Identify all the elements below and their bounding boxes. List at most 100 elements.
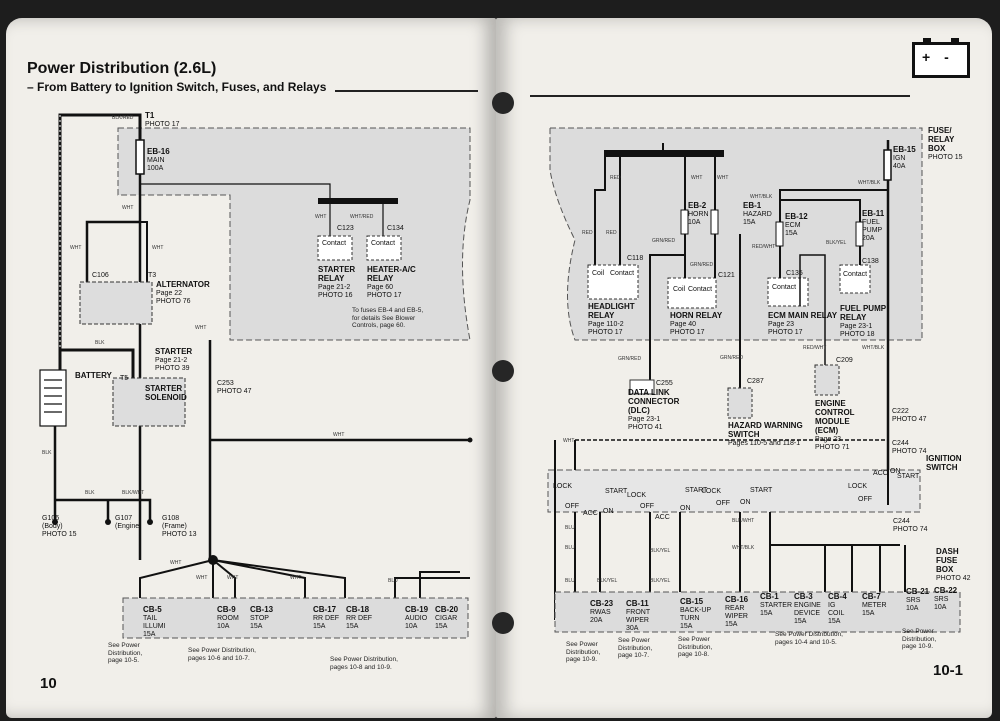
horn-relay-coil: Coil	[673, 286, 686, 293]
page-title: Power Distribution (2.6L)	[27, 60, 217, 77]
wire-grnred-3: GRN/RED	[618, 356, 642, 362]
ground-g108: G108(Frame)PHOTO 13	[162, 515, 197, 538]
ign-pos-start-1: START	[605, 488, 628, 495]
fuse-box-left	[122, 597, 469, 639]
relay-busbar-left	[318, 198, 398, 204]
wire-blk-3: BLK	[85, 490, 95, 496]
ecm-relay-connector: C135	[786, 270, 803, 277]
wire-whtred-relay: WHT/RED	[350, 214, 374, 220]
ign-pos-lock-2: LOCK	[627, 492, 647, 499]
ground-g106: G106(Body)PHOTO 15	[42, 515, 77, 538]
alternator-box	[79, 281, 153, 325]
wire-grnred-1: GRN/RED	[652, 238, 676, 244]
dlc-box	[629, 379, 655, 395]
ign-pos-off-3: OFF	[716, 500, 730, 507]
headlight-relay-contact: Contact	[610, 270, 635, 277]
heater-relay-connector: C134	[387, 225, 404, 232]
ecm-relay-box	[767, 277, 809, 307]
ign-pos-start-2: START	[685, 487, 708, 494]
t1-wire-color: BLK/RED	[112, 115, 134, 121]
ign-pos-lock-1: LOCK	[553, 483, 573, 490]
wire-blkwht: BLK/WHT	[122, 490, 145, 496]
battery-label: BATTERY	[75, 371, 112, 380]
note-pages-10-6: See Power Distribution,pages 10-6 and 10…	[188, 647, 256, 662]
binder-hole-middle	[492, 360, 514, 382]
alternator-terminal: T3	[148, 272, 157, 279]
heater-relay-contact: Contact	[371, 240, 396, 247]
wire-wht-5: WHT	[333, 432, 345, 438]
note-pages-10-8: See Power Distribution,pages 10-8 and 10…	[330, 656, 398, 671]
header-rule-left	[335, 90, 478, 92]
wire-wht-6: WHT	[170, 560, 182, 566]
battery-section-icon: +-	[912, 38, 970, 78]
wire-redwht-2: RED/WHT	[803, 345, 827, 351]
wire-blu-2: BLU	[565, 545, 575, 551]
battery-main-wire	[58, 113, 142, 370]
wire-redwht-1: RED/WHT	[752, 244, 776, 250]
ign-pos-lock-3: LOCK	[702, 488, 722, 495]
wire-whtblk-1: WHT/BLK	[750, 194, 773, 200]
wire-blu-left: BLU	[388, 578, 398, 584]
page-subtitle: – From Battery to Ignition Switch, Fuses…	[27, 80, 327, 94]
hazard-switch-box	[727, 387, 753, 419]
headlight-relay-coil: Coil	[592, 270, 605, 277]
wire-blkyel-2: BLK/YEL	[650, 548, 671, 554]
wire-grnred-4: GRN/RED	[720, 355, 744, 361]
horn-relay-box	[667, 277, 717, 309]
page-number-right: 10-1	[933, 662, 964, 679]
ign-pos-start-3: START	[750, 487, 773, 494]
ign-pos-on-4: ON	[890, 468, 901, 475]
fuse-relay-box-region-left	[117, 127, 471, 341]
ign-pos-acc-4: ACC	[873, 470, 888, 477]
blower-controls-note: To fuses EB-4 and EB-5,for details See B…	[352, 307, 424, 329]
note-r-pages-10-4: See Power Distribution,pages 10-4 and 10…	[775, 631, 843, 646]
wire-whtblk-4: WHT/BLK	[732, 545, 755, 551]
wire-wht-8: WHT	[227, 575, 239, 581]
fuel-relay-contact: Contact	[843, 271, 868, 278]
fuel-relay-box	[839, 264, 871, 294]
wire-blkyel-1: BLK/YEL	[826, 240, 847, 246]
wire-wht-1: WHT	[122, 205, 134, 211]
ign-pos-acc-2: ACC	[655, 514, 670, 521]
ign-pos-off-1: OFF	[565, 503, 579, 510]
starter-terminal: T5	[120, 375, 129, 382]
heater-relay-box	[366, 235, 402, 261]
wire-blkyel-3: BLK/YEL	[597, 578, 618, 584]
ign-pos-on-3: ON	[740, 499, 751, 506]
fuse-relay-box-region-right	[549, 127, 923, 341]
wire-wht-r1: WHT	[691, 175, 703, 181]
ignition-switch-box	[547, 469, 921, 513]
header-rule-right	[530, 95, 910, 97]
horn-relay-contact: Contact	[688, 286, 713, 293]
wire-red-1: RED	[610, 175, 621, 181]
wire-wht-4: WHT	[195, 325, 207, 331]
wire-blu-3: BLU	[565, 578, 575, 584]
